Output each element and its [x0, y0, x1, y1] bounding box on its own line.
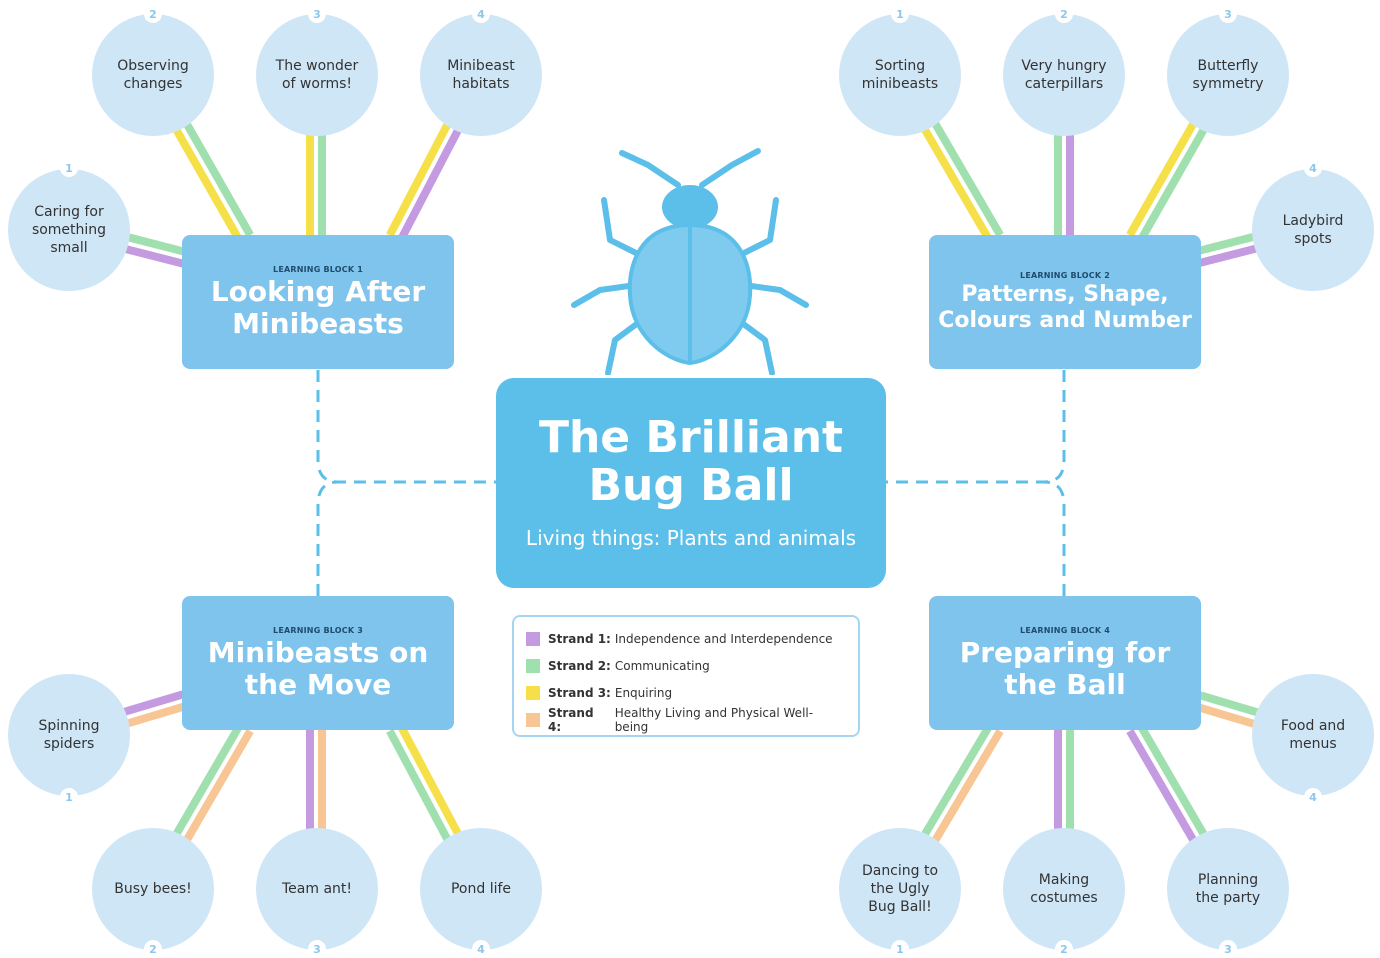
legend-item-strand-2: Strand 2:Communicating — [526, 652, 846, 679]
learning-block-1: LEARNING BLOCK 1 Looking After Minibeast… — [182, 235, 454, 369]
session-number: 3 — [308, 940, 326, 958]
session-circle: Pond life — [420, 828, 542, 950]
session-label: Busy bees! — [114, 881, 192, 897]
session-label: Caring for something small — [31, 204, 107, 256]
session-label: Team ant! — [281, 881, 352, 897]
session-label: Ladybird spots — [1282, 213, 1344, 247]
legend-item-strand-4: Strand 4: Healthy Living and Physical Wel… — [526, 705, 846, 734]
block-title: Looking After Minibeasts — [210, 274, 426, 340]
session-label: Planning the party — [1195, 872, 1261, 906]
session-circle: Busy bees! — [92, 828, 214, 950]
session-number: 4 — [472, 5, 490, 23]
session-circle: The wonder of worms! — [256, 14, 378, 136]
session-number: 3 — [1219, 5, 1237, 23]
learning-block-2: LEARNING BLOCK 2 Patterns, Shape, Colour… — [929, 235, 1201, 369]
session-circle: Making costumes — [1003, 828, 1125, 950]
legend-swatch — [526, 712, 540, 727]
legend-swatch — [526, 631, 540, 646]
block-title: Preparing for the Ball — [959, 635, 1171, 701]
session-number: 2 — [1055, 5, 1073, 23]
legend-swatch — [526, 685, 540, 700]
block-label: LEARNING BLOCK 1 — [273, 264, 363, 274]
legend-strand: Strand 1: — [548, 631, 611, 646]
session-label: Very hungry caterpillars — [1021, 58, 1107, 92]
session-circle: Caring for something small — [8, 169, 130, 291]
legend-text: Healthy Living and Physical Well-being — [614, 705, 814, 734]
session-number: 4 — [1304, 788, 1322, 806]
block-link — [1043, 480, 1066, 596]
legend-text: Independence and Interdependence — [614, 631, 833, 646]
block-title: Minibeasts on the Move — [207, 635, 429, 701]
session-number: 1 — [60, 159, 78, 177]
session-number: 1 — [891, 940, 909, 958]
session-circle: Minibeast habitats — [420, 14, 542, 136]
session-number: 3 — [308, 5, 326, 23]
session-circle: Food and menus — [1252, 674, 1374, 796]
legend-swatch — [526, 658, 540, 673]
block-link — [316, 370, 496, 484]
strand-legend: Strand 1:Independence and Interdependenc… — [512, 615, 860, 737]
session-circle: Spinning spiders — [8, 674, 130, 796]
legend-text: Enquiring — [614, 685, 673, 700]
legend-text: Communicating — [614, 658, 710, 673]
beetle-icon — [571, 148, 809, 375]
session-circle: Butterfly symmetry — [1167, 14, 1289, 136]
legend-strand: Strand 3: — [548, 685, 611, 700]
session-number: 2 — [144, 5, 162, 23]
legend-item-strand-1: Strand 1:Independence and Interdependenc… — [526, 625, 846, 652]
block-label: LEARNING BLOCK 3 — [273, 625, 363, 635]
learning-block-3: LEARNING BLOCK 3 Minibeasts on the Move — [182, 596, 454, 730]
session-number: 4 — [1304, 159, 1322, 177]
session-circle: Dancing to the Ugly Bug Ball! — [839, 828, 961, 950]
session-number: 3 — [1219, 940, 1237, 958]
session-label: Spinning spiders — [38, 718, 100, 752]
session-label: Making costumes — [1030, 872, 1098, 906]
session-label: Pond life — [450, 881, 512, 897]
session-number: 2 — [1055, 940, 1073, 958]
central-subtitle: Living things: Plants and animals — [525, 526, 857, 550]
session-number: 2 — [144, 940, 162, 958]
learning-block-4: LEARNING BLOCK 4 Preparing for the Ball — [929, 596, 1201, 730]
session-number: 1 — [891, 5, 909, 23]
session-label: Minibeast habitats — [447, 58, 515, 92]
block-label: LEARNING BLOCK 2 — [1020, 270, 1110, 280]
session-label: Food and menus — [1280, 718, 1346, 752]
legend-item-strand-3: Strand 3:Enquiring — [526, 679, 846, 706]
session-circle: Planning the party — [1167, 828, 1289, 950]
session-label: Observing changes — [117, 58, 189, 92]
legend-strand: Strand 2: — [548, 658, 611, 673]
session-label: Sorting minibeasts — [861, 58, 939, 92]
block-title: Patterns, Shape, Colours and Number — [938, 281, 1192, 333]
session-label: Dancing to the Ugly Bug Ball! — [861, 863, 939, 915]
session-label: Butterfly symmetry — [1192, 58, 1264, 92]
legend-strand: Strand 4: — [548, 705, 594, 734]
session-circle: Sorting minibeasts — [839, 14, 961, 136]
session-circle: Observing changes — [92, 14, 214, 136]
block-link — [316, 480, 339, 596]
session-circle: Very hungry caterpillars — [1003, 14, 1125, 136]
central-title: The Brilliant Bug Ball — [538, 412, 844, 511]
block-link — [886, 370, 1066, 484]
session-label: The wonder of worms! — [275, 58, 359, 92]
session-circle: Team ant! — [256, 828, 378, 950]
session-circle: Ladybird spots — [1252, 169, 1374, 291]
block-label: LEARNING BLOCK 4 — [1020, 625, 1110, 635]
session-number: 4 — [472, 940, 490, 958]
session-number: 1 — [60, 788, 78, 806]
central-topic: The Brilliant Bug Ball Living things: Pl… — [496, 378, 886, 588]
